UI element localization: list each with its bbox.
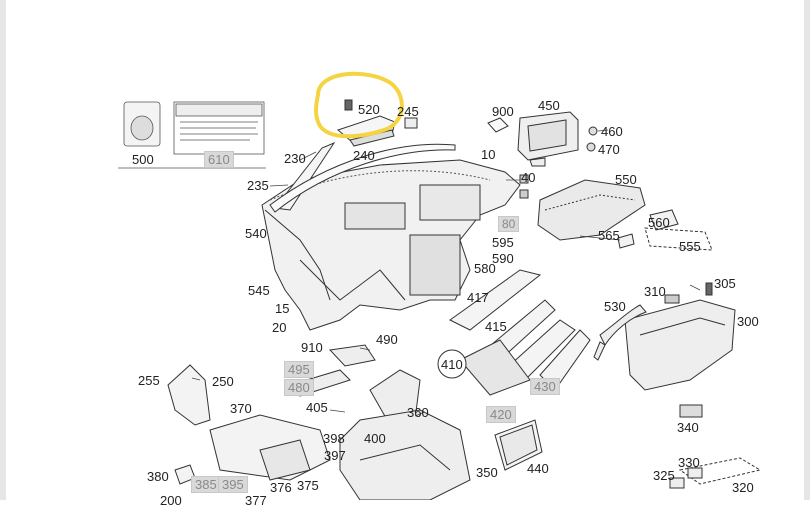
label-40: 40 (521, 170, 536, 185)
label-490: 490 (376, 332, 398, 347)
label-530: 530 (604, 299, 626, 314)
label-340: 340 (677, 420, 699, 435)
center-trims (437, 269, 591, 396)
part-245 (404, 117, 418, 129)
label-398: 398 (323, 431, 345, 446)
label-440: 440 (527, 461, 549, 476)
label-377: 377 (245, 493, 267, 508)
label-405: 405 (306, 400, 328, 415)
label-610: 610 (204, 151, 234, 168)
label-360: 360 (407, 405, 429, 420)
label-900: 900 (492, 104, 514, 119)
label-376: 376 (270, 480, 292, 495)
left-border (0, 0, 6, 500)
label-200: 200 (160, 493, 182, 508)
side-panel-550 (519, 174, 646, 241)
label-540: 540 (245, 226, 267, 241)
pillar-trims (269, 141, 456, 213)
vent-555 (617, 209, 713, 251)
label-480: 480 (284, 379, 314, 396)
label-595: 595 (492, 235, 514, 250)
label-395: 395 (218, 476, 248, 493)
label-520: 520 (358, 102, 380, 117)
label-580: 580 (474, 261, 496, 276)
label-555: 555 (679, 239, 701, 254)
label-380: 380 (147, 469, 169, 484)
display-unit (487, 111, 598, 167)
label-255: 255 (138, 373, 160, 388)
label-240: 240 (353, 148, 375, 163)
label-300: 300 (737, 314, 759, 329)
label-460: 460 (601, 124, 623, 139)
parts-320-330 (669, 457, 762, 489)
label-385: 385 (191, 476, 221, 493)
label-370: 370 (230, 401, 252, 416)
label-325: 325 (653, 468, 675, 483)
warning-label-group (118, 101, 266, 169)
left-lower-trims (167, 364, 331, 485)
highlight-circle (314, 71, 404, 139)
label-10: 10 (481, 147, 496, 162)
label-565: 565 (598, 228, 620, 243)
glovebox (593, 282, 736, 418)
label-15: 15 (275, 301, 290, 316)
label-470: 470 (598, 142, 620, 157)
label-420: 420 (486, 406, 516, 423)
label-545: 545 (248, 283, 270, 298)
label-80: 80 (498, 216, 520, 232)
leader-lines (191, 129, 701, 417)
label-430: 430 (530, 378, 560, 395)
screen-440 (494, 419, 543, 471)
label-375: 375 (297, 478, 319, 493)
label-245: 245 (397, 104, 419, 119)
label-230: 230 (284, 151, 306, 166)
label-495: 495 (284, 361, 314, 378)
label-20: 20 (272, 320, 287, 335)
label-500: 500 (132, 152, 154, 167)
label-450: 450 (538, 98, 560, 113)
label-320: 320 (732, 480, 754, 495)
label-310: 310 (644, 284, 666, 299)
label-550: 550 (615, 172, 637, 187)
label-330: 330 (678, 455, 700, 470)
label-400: 400 (364, 431, 386, 446)
label-350: 350 (476, 465, 498, 480)
label-417: 417 (467, 290, 489, 305)
label-410: 410 (441, 357, 463, 372)
label-560: 560 (648, 215, 670, 230)
right-border (804, 0, 810, 500)
label-250: 250 (212, 374, 234, 389)
label-305: 305 (714, 276, 736, 291)
label-910: 910 (301, 340, 323, 355)
label-235: 235 (247, 178, 269, 193)
label-590: 590 (492, 251, 514, 266)
label-415: 415 (485, 319, 507, 334)
label-397: 397 (324, 448, 346, 463)
